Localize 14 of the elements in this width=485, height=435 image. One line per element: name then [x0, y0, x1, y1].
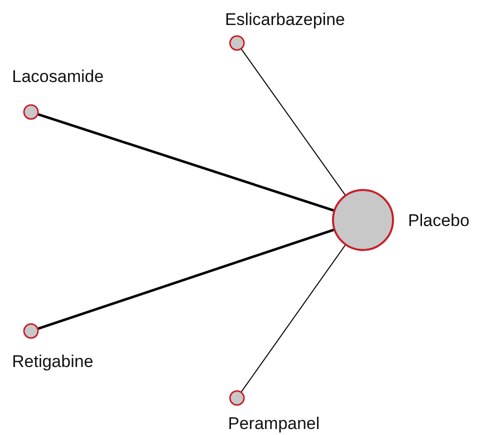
- node-label: Eslicarbazepine: [225, 10, 346, 30]
- node-circle: [23, 104, 39, 120]
- node-label: Lacosamide: [12, 67, 104, 87]
- node-label: Retigabine: [12, 352, 94, 372]
- node-label: Perampanel: [228, 414, 320, 434]
- node-circle: [229, 390, 245, 406]
- node-label: Placebo: [408, 211, 470, 231]
- connector-line: [240, 244, 346, 393]
- node-circle: [332, 189, 394, 251]
- node-circle: [23, 323, 39, 339]
- node-circle: [229, 35, 245, 51]
- connector-line: [240, 48, 346, 196]
- connector-line: [37, 228, 335, 330]
- connector-line: [37, 112, 335, 212]
